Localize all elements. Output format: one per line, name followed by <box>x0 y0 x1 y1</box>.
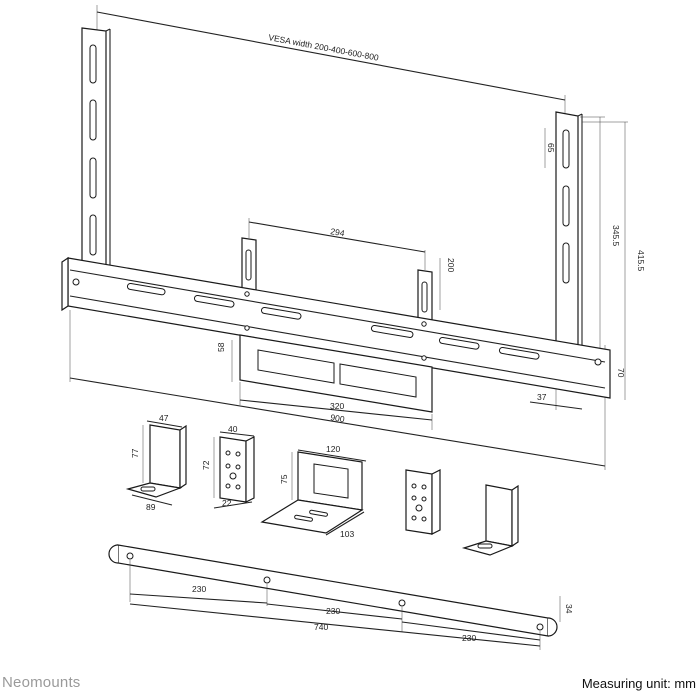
bracket-c <box>405 469 441 535</box>
shelf: 120 75 103 <box>260 444 367 539</box>
bracket-b-width-label: 40 <box>228 424 238 434</box>
cradle: 58 320 <box>216 334 433 430</box>
bar-length-label: 900 <box>330 412 346 424</box>
vesa-width-dimension: VESA width 200-400-600-800 <box>96 5 566 115</box>
bracket-a-height-label: 77 <box>130 448 140 458</box>
strip-seg-3-label: 230 <box>462 633 476 643</box>
bracket-a-depth-label: 89 <box>146 502 156 512</box>
strip-total-label: 740 <box>314 622 328 632</box>
bracket-a: 47 77 89 <box>125 413 187 512</box>
center-spacing-label: 294 <box>330 226 346 238</box>
center-height-label: 200 <box>446 258 456 272</box>
arm-height-label: 345.5 <box>611 225 621 247</box>
bracket-b: 40 72 22 <box>201 424 255 509</box>
arm-slot-pitch-label: 65 <box>546 143 556 153</box>
arm-total-height-label: 415.5 <box>636 250 646 272</box>
main-horizontal-bar <box>61 256 611 399</box>
brand-logo: Neomounts <box>2 674 81 691</box>
long-strip: 230 230 740 230 34 <box>108 544 574 650</box>
strip-height-label: 34 <box>564 604 574 614</box>
bracket-a-width-label: 47 <box>159 413 169 423</box>
shelf-depth-label: 103 <box>340 529 354 539</box>
measuring-unit-note: Measuring unit: mm <box>581 676 696 691</box>
cradle-width-label: 320 <box>330 401 344 411</box>
left-vertical-arm <box>81 27 111 306</box>
bracket-b-height-label: 72 <box>201 460 211 470</box>
bracket-d <box>461 484 519 556</box>
shelf-height-label: 75 <box>279 474 289 484</box>
strip-seg-2-label: 230 <box>326 606 340 616</box>
bracket-b-depth-label: 22 <box>222 498 232 508</box>
bar-height-label: 70 <box>616 368 626 378</box>
strip-seg-1-label: 230 <box>192 584 206 594</box>
cradle-height-label: 58 <box>216 342 226 352</box>
shelf-width-label: 120 <box>326 444 340 454</box>
bar-length-dimension: 900 37 <box>69 310 606 470</box>
bar-offset-label: 37 <box>537 392 547 402</box>
right-vertical-arm <box>555 111 583 391</box>
arm-dimensions: 65 345.5 415.5 70 <box>544 116 646 400</box>
